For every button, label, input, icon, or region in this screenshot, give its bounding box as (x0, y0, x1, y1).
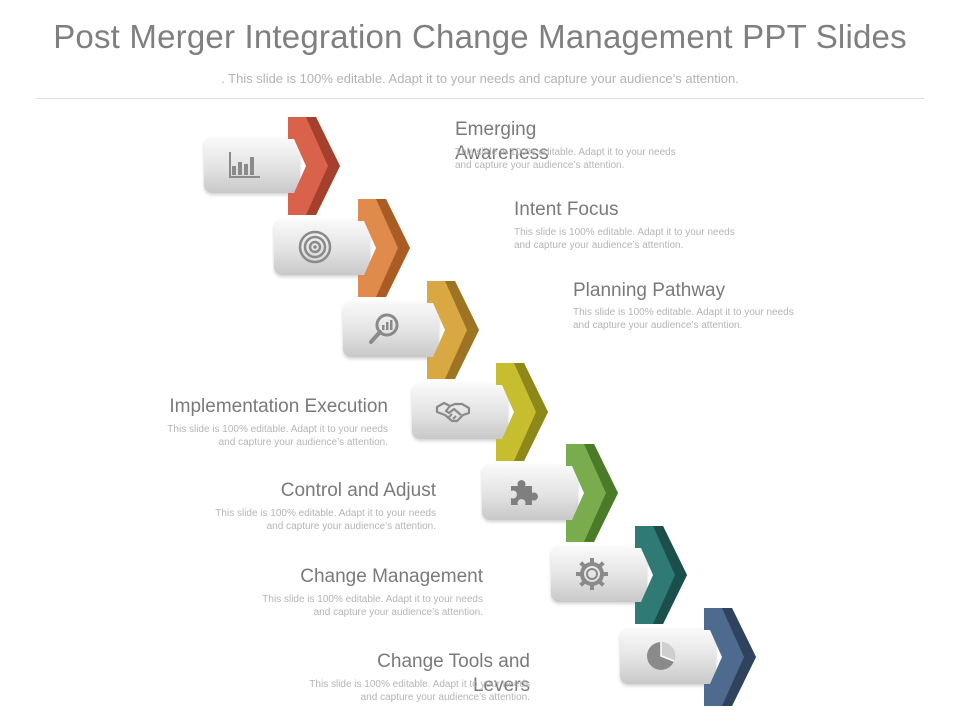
step-chevron (358, 199, 410, 297)
step-implementation-execution (412, 363, 552, 461)
step-pill (412, 383, 508, 439)
step-pill (343, 301, 439, 357)
step-control-and-adjust (482, 444, 622, 542)
step-description: This slide is 100% editable. Adapt it to… (514, 227, 735, 251)
step-label: Implementation Execution (169, 396, 388, 417)
step-chevron (704, 608, 756, 706)
step-description: This slide is 100% editable. Adapt it to… (215, 508, 436, 532)
step-pill (551, 546, 647, 602)
step-description: This slide is 100% editable. Adapt it to… (262, 594, 483, 618)
step-chevron (566, 444, 618, 542)
step-description: This slide is 100% editable. Adapt it to… (309, 679, 530, 703)
bar-chart-icon (229, 152, 260, 178)
step-label: Change Management (300, 566, 483, 587)
step-pill (482, 464, 578, 520)
step-intent-focus (274, 199, 414, 297)
step-description: This slide is 100% editable. Adapt it to… (167, 424, 388, 448)
step-pill (204, 137, 300, 193)
step-chevron (635, 526, 687, 624)
step-change-tools-and-levers (620, 608, 760, 706)
handshake-icon (435, 401, 471, 423)
step-label: Control and Adjust (280, 480, 436, 501)
step-label: Change Tools and Levers (377, 651, 530, 696)
step-chevron (427, 281, 479, 379)
slide-title: Post Merger Integration Change Managemen… (53, 18, 907, 55)
step-chevron (288, 117, 340, 215)
step-description: This slide is 100% editable. Adapt it to… (455, 147, 676, 171)
step-label: Planning Pathway (573, 280, 726, 301)
slide-subtitle: . This slide is 100% editable. Adapt it … (221, 71, 739, 86)
step-emerging-awareness (204, 117, 344, 215)
pie-chart-icon (647, 642, 675, 670)
step-change-management (551, 526, 691, 624)
gear-icon (576, 558, 608, 590)
title-divider (37, 98, 924, 99)
target-icon (298, 230, 332, 264)
step-pill (274, 219, 370, 275)
step-chevron (496, 363, 548, 461)
step-description: This slide is 100% editable. Adapt it to… (573, 307, 794, 331)
step-pill (620, 628, 716, 684)
step-label: Intent Focus (514, 199, 619, 220)
magnifier-chart-icon (369, 313, 399, 344)
step-label: Emerging Awareness (455, 119, 549, 164)
step-planning-pathway (343, 281, 483, 379)
puzzle-piece-icon (511, 480, 538, 505)
